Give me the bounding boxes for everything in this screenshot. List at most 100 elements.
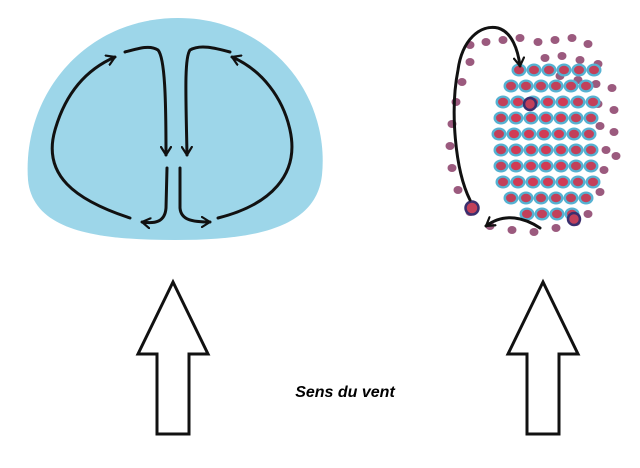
particle — [539, 129, 549, 139]
outer-particle — [529, 228, 539, 236]
particle — [526, 161, 536, 171]
particle — [494, 129, 504, 139]
particle — [586, 113, 596, 123]
particle — [511, 161, 521, 171]
particle — [498, 177, 508, 187]
particle — [589, 65, 599, 75]
particle — [569, 129, 579, 139]
particle — [513, 177, 523, 187]
outer-particle — [611, 152, 621, 160]
outer-particle — [599, 166, 609, 174]
outer-particle — [551, 224, 561, 232]
particle — [552, 209, 562, 219]
outer-particle — [567, 34, 577, 42]
particle — [571, 161, 581, 171]
particle — [588, 97, 598, 107]
particle — [496, 113, 506, 123]
particle — [559, 65, 569, 75]
wind-arrow-left-icon — [135, 278, 211, 436]
particle — [544, 65, 554, 75]
particle — [543, 97, 553, 107]
trajectory-arrow — [452, 25, 520, 202]
tracked-particle — [566, 211, 582, 227]
particle — [521, 193, 531, 203]
particle — [554, 129, 564, 139]
outer-particle — [591, 80, 601, 88]
particle — [514, 65, 524, 75]
outer-particle — [607, 84, 617, 92]
particle — [511, 113, 521, 123]
flow-arrow-left-loop — [50, 57, 132, 220]
flow-arrow-inner-right-down — [186, 45, 232, 157]
outer-particle — [575, 56, 585, 64]
outer-particle — [583, 210, 593, 218]
outer-particle — [453, 186, 463, 194]
particle — [571, 113, 581, 123]
outer-particle — [540, 54, 550, 62]
flow-arrow-inner-left-down — [123, 45, 166, 157]
outer-particle — [457, 78, 467, 86]
particle — [526, 145, 536, 155]
flow-arrow-right-loop — [216, 57, 294, 220]
air-mass-blob — [27, 18, 323, 240]
outer-particle — [583, 40, 593, 48]
particle — [506, 193, 516, 203]
particle — [529, 65, 539, 75]
particle — [509, 129, 519, 139]
tracked-particle — [522, 96, 538, 112]
circulation-panel — [27, 18, 323, 240]
particle — [551, 193, 561, 203]
particle — [526, 113, 536, 123]
particle — [574, 65, 584, 75]
outer-particle — [609, 106, 619, 114]
particle — [558, 177, 568, 187]
flow-arrow-bottom-left — [140, 166, 169, 223]
outer-particle — [445, 142, 455, 150]
particle — [573, 97, 583, 107]
particle — [541, 161, 551, 171]
particle — [556, 161, 566, 171]
particle — [522, 209, 532, 219]
particle — [581, 81, 591, 91]
trajectory-arrow — [484, 218, 542, 230]
particle — [584, 129, 594, 139]
particle — [586, 145, 596, 155]
outer-particle — [533, 38, 543, 46]
particle — [536, 193, 546, 203]
outer-particle — [515, 34, 525, 42]
outer-particle — [498, 36, 508, 44]
outer-particle — [465, 58, 475, 66]
particle — [556, 113, 566, 123]
particle — [543, 177, 553, 187]
particle-panel — [445, 25, 621, 236]
outer-particle — [595, 122, 605, 130]
particle — [566, 81, 576, 91]
particle — [541, 113, 551, 123]
outer-particle — [609, 128, 619, 136]
particle — [586, 161, 596, 171]
outer-particle — [550, 36, 560, 44]
outer-particle — [595, 188, 605, 196]
particle — [524, 129, 534, 139]
flow-arrow-bottom-right — [178, 166, 212, 222]
particle — [536, 81, 546, 91]
outer-particle — [481, 38, 491, 46]
outer-particle — [601, 146, 611, 154]
wind-direction-caption: Sens du vent — [295, 384, 395, 401]
outer-particle — [507, 226, 517, 234]
particle — [498, 97, 508, 107]
particle — [496, 161, 506, 171]
wind-arrow-right-icon — [505, 278, 581, 436]
outer-particle — [447, 164, 457, 172]
particle — [573, 177, 583, 187]
particle — [513, 97, 523, 107]
particle — [581, 193, 591, 203]
particle — [506, 81, 516, 91]
particle — [541, 145, 551, 155]
particle — [511, 145, 521, 155]
particle — [558, 97, 568, 107]
particle — [528, 177, 538, 187]
tracked-particle — [464, 200, 480, 216]
particle — [537, 209, 547, 219]
